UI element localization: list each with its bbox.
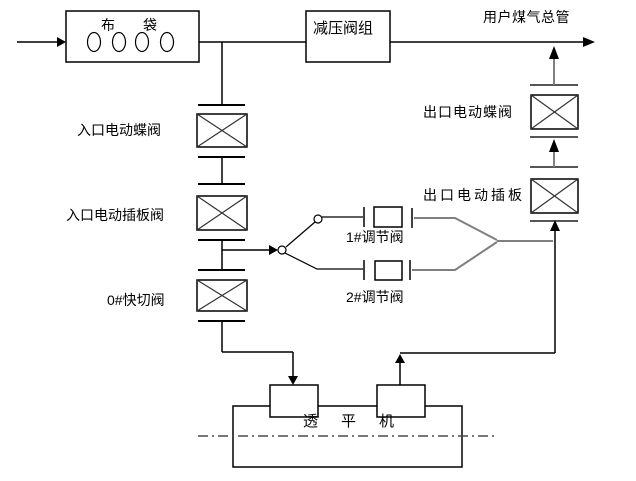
regulating-valve-1-label: 1#调节阀 [346,229,404,245]
inlet-gate-valve-symbol [196,195,248,231]
inlet-gate-valve-label: 入口电动插板阀 [66,207,164,223]
bag-filter-box [65,10,200,63]
inlet-pipe-arrow [17,37,66,47]
turbine-inlet-box [269,384,319,418]
pipe-to-user-main-arrow [390,37,595,47]
right-column-connectors [549,46,560,353]
turbine-outlet-box [376,384,426,418]
bag-cell-icon [86,31,102,53]
regulating-valve-2-label: 2#调节阀 [346,289,404,305]
pipe-to-turbine-inlet [222,351,298,385]
pressure-reducing-group-box [305,10,391,63]
regulating-valve-1-symbol [363,206,413,228]
junction-node-icon [277,245,287,255]
inlet-butterfly-valve-label: 入口电动蝶阀 [77,122,161,138]
branch-to-regulating-valves [222,214,363,270]
pipe-from-turbine-outlet [395,352,555,385]
bag-cell-icon [159,31,175,53]
outlet-gate-valve-symbol [530,178,579,214]
junction-node-icon [313,214,323,224]
regulating-valve-2-symbol [363,260,411,281]
outlet-gate-valve-label: 出口电动插板 [423,187,525,203]
turbine-label: 透平机 [303,413,418,430]
outlet-butterfly-valve-symbol [530,94,579,130]
quick-cut-valve-symbol [196,279,248,312]
outlet-butterfly-valve-label: 出口电动蝶阀 [423,104,513,120]
regulating-valve-outlet-lines [412,217,553,271]
pressure-reducing-group-label: 减压阀组 [313,20,374,37]
inlet-butterfly-valve-symbol [196,113,248,148]
bag-cell-icon [111,31,127,53]
user-gas-main-label: 用户煤气总管 [483,9,570,25]
quick-cut-valve-label: 0#快切阀 [107,292,165,308]
bag-cell-icon [134,31,150,53]
bag-filter-label: 布袋 [101,17,185,33]
